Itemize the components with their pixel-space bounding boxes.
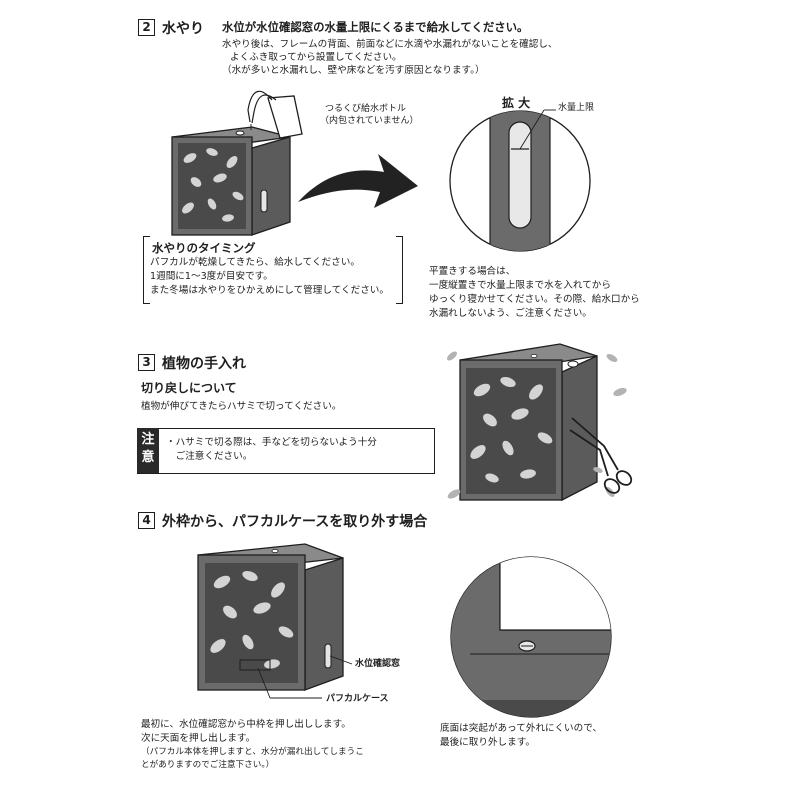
section-2-desc-1: 水やり後は、フレームの背面、前面などに水滴や水漏れがないことを確認し、 [222,39,558,50]
window-label: 水位確認窓 [355,659,401,669]
left-note-4: とがありますのでご注意下さい。） [141,760,275,770]
section-3-title: 植物の手入れ [162,356,246,372]
flat-note-2: 一度縦置きで水量上限まで水を入れてから [429,280,611,291]
section-2-desc-3: （水が多いと水漏れし、壁や床などを汚す原因となります。） [222,65,485,76]
section-2-title: 水やり [162,21,204,37]
timing-line-1: パフカルが乾燥してきたら、給水してください。 [150,257,360,268]
caution-line-1: ・ハサミで切る際は、手などを切らないよう十分 [166,437,377,448]
left-note-3: （パフカル本体を押しますと、水分が漏れ出してしまうこ [141,747,364,757]
timing-bracket-left [143,236,150,304]
case-label: パフカルケース [326,694,389,704]
section-3-number: 3 [138,354,155,371]
water-max-label: 水量上限 [558,103,595,113]
right-note-2: 最後に取り外します。 [440,737,535,748]
zoom-label: 拡 大 [502,96,531,110]
section-4-number: 4 [138,512,155,529]
section-2-lead: 水位が水位確認窓の水量上限にくるまで給水してください。 [222,20,529,34]
section-3-text: 植物が伸びてきたらハサミで切ってください。 [141,401,342,412]
timing-line-2: 1週間に1～3度が目安です。 [150,271,273,282]
section-2-number: 2 [138,19,155,36]
timing-title: 水やりのタイミング [152,241,256,255]
flat-note-3: ゆっくり寝かせてください。その際、給水口から [429,294,640,305]
caution-tag: 注 意 [137,428,159,473]
flat-note-1: 平置きする場合は、 [429,266,516,277]
section-2-desc-2: よくふき取ってから設置してください。 [230,52,402,63]
right-note-1: 底面は突起があって外れにくいので、 [440,723,603,734]
caution-tag-1: 注 [141,432,155,447]
left-note-2: 次に天面を押し出します。 [141,733,256,744]
left-note-1: 最初に、水位確認窓から中枠を押し出しします。 [141,719,351,730]
timing-line-3: また冬場は水やりをひかえめにして管理してください。 [150,285,389,296]
bottle-label-1: つるくび給水ボトル [325,104,407,114]
bottle-label-2: （内包されていません） [320,116,419,126]
caution-tag-2: 意 [141,450,155,465]
section-3-subtitle: 切り戻しについて [141,381,237,395]
caution-line-2: ご注意ください。 [166,451,253,462]
timing-bracket-right [396,236,403,304]
flat-note-4: 水漏れしないよう、ご注意ください。 [429,308,592,319]
section-4-title: 外枠から、パフカルケースを取り外す場合 [162,514,428,530]
